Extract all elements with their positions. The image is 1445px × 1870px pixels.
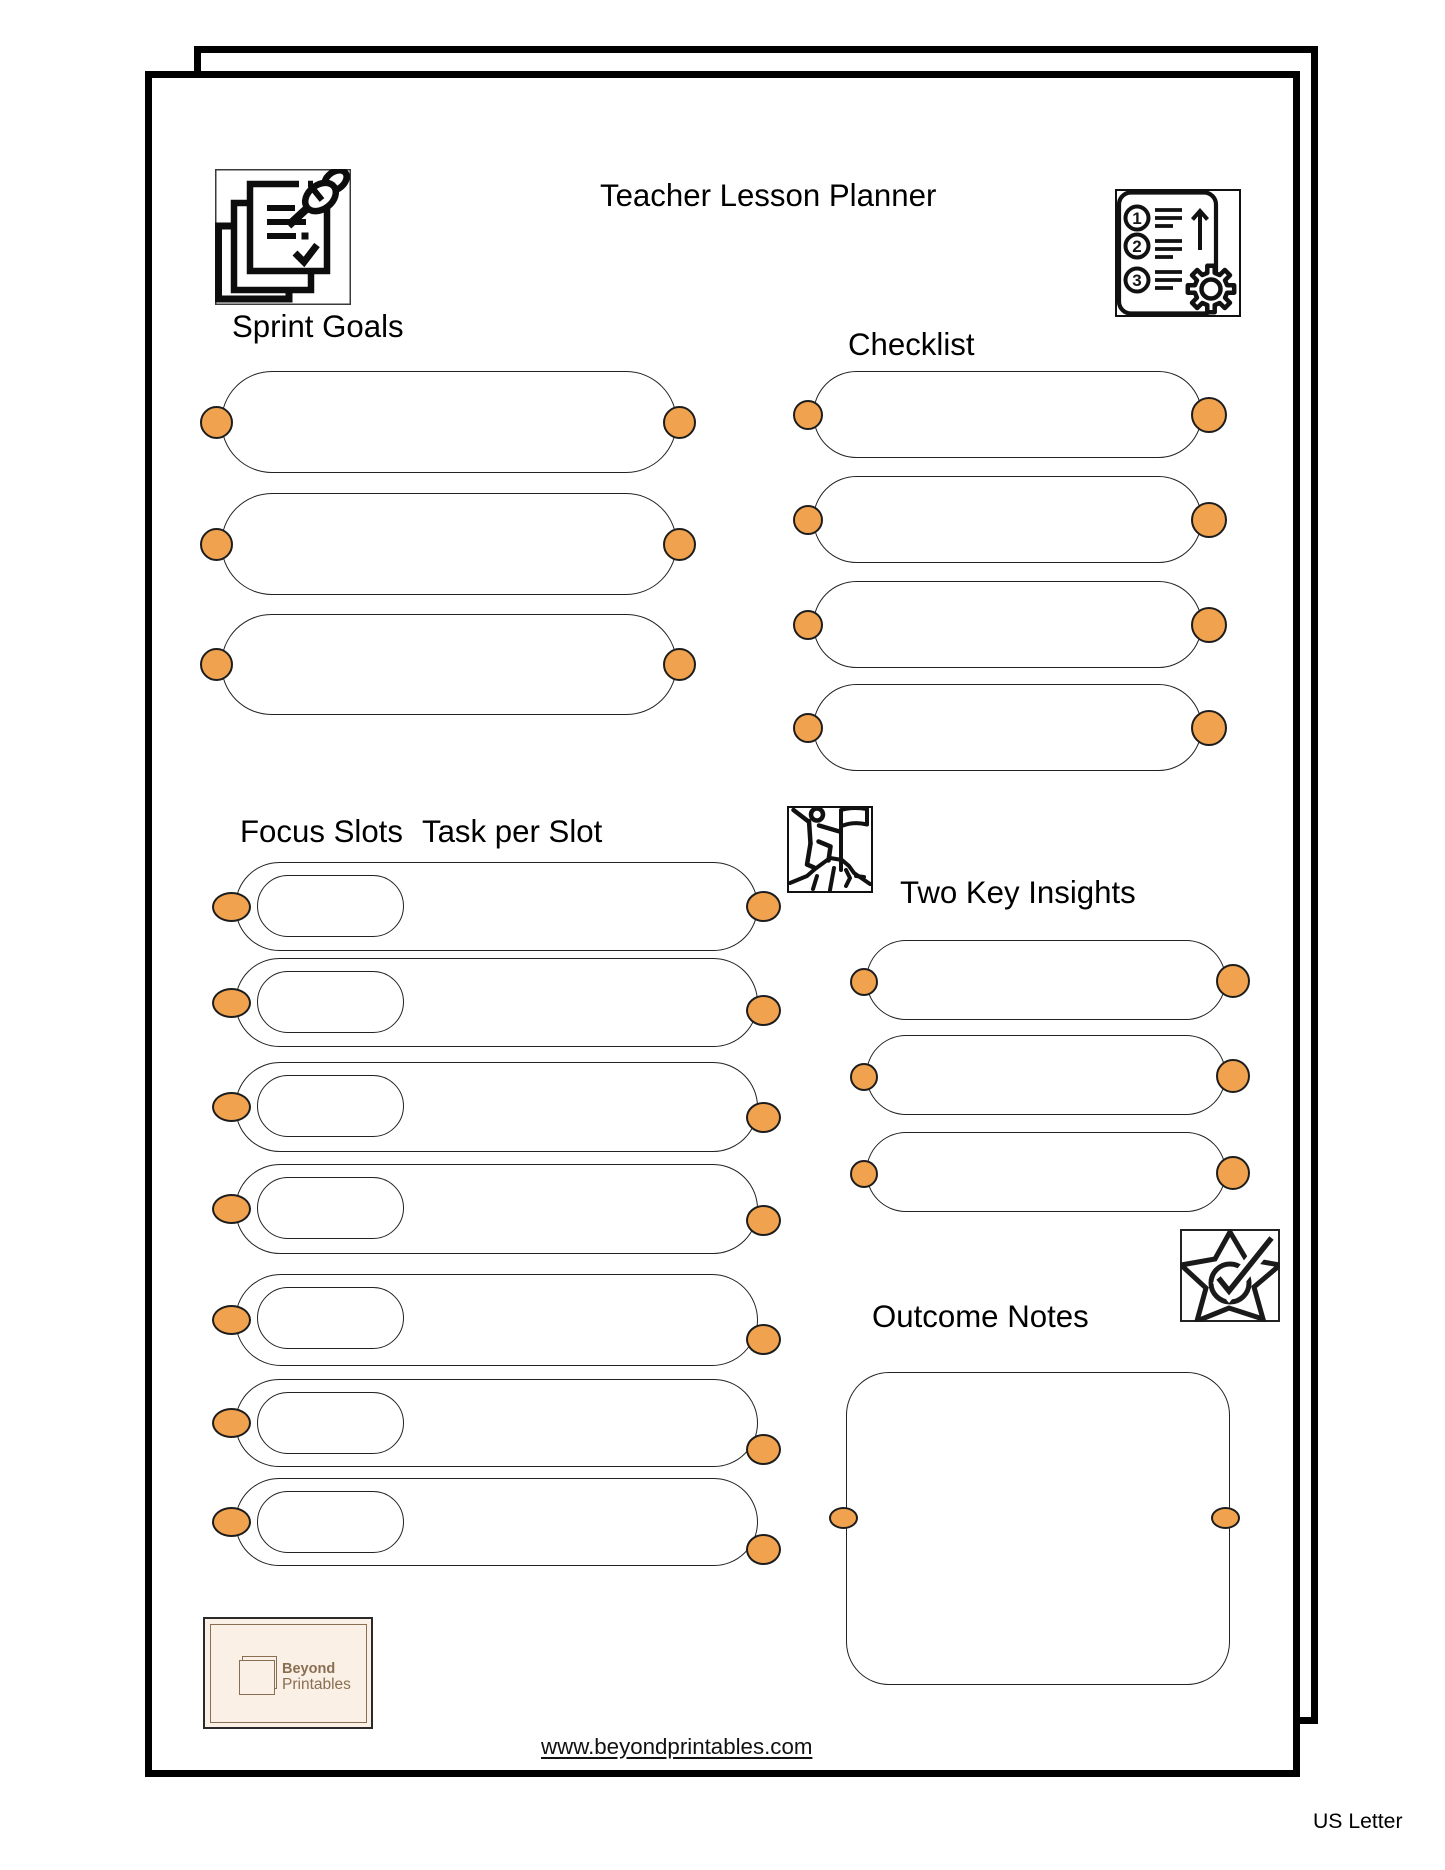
svg-text:3: 3 xyxy=(1132,271,1141,290)
svg-text:1: 1 xyxy=(1132,209,1141,228)
svg-text:2: 2 xyxy=(1132,237,1141,256)
